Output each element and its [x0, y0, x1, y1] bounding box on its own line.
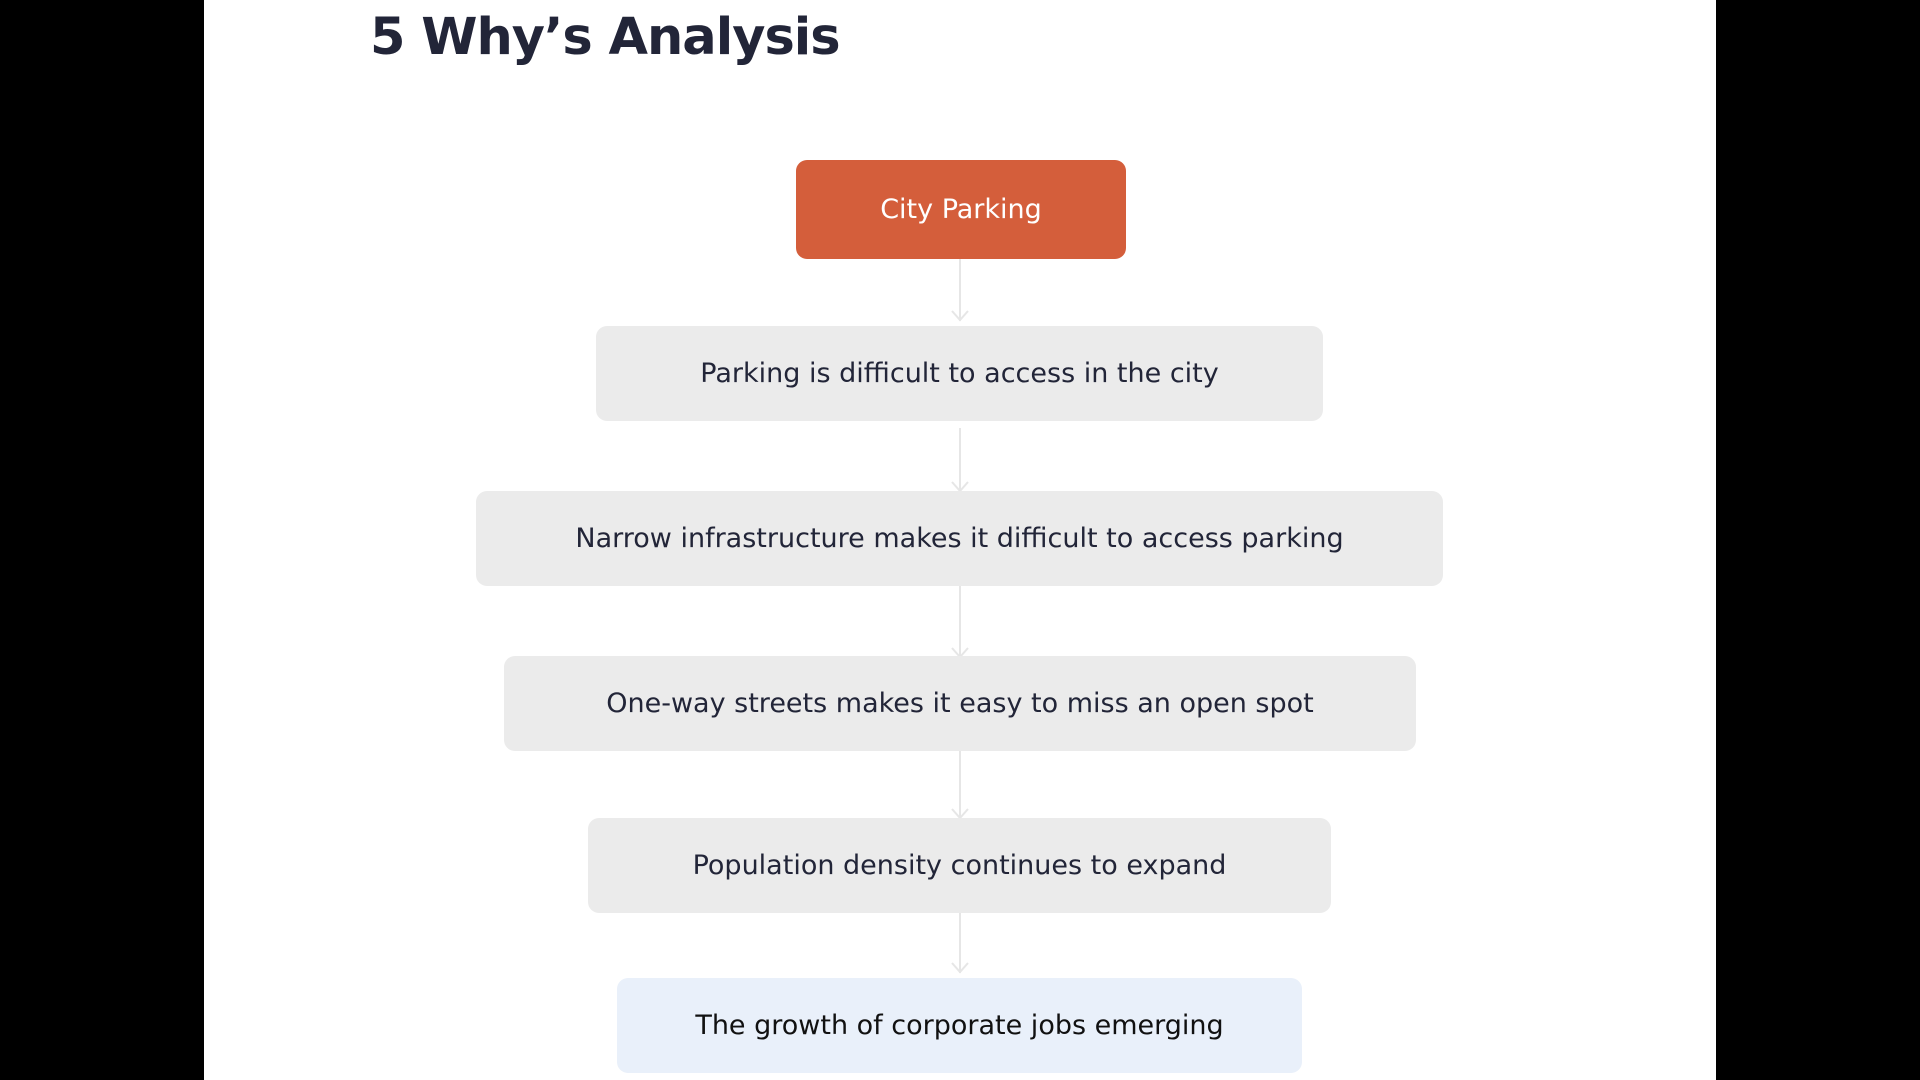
page-title: 5 Why’s Analysis [370, 8, 841, 67]
root-node-city-parking: City Parking [796, 160, 1126, 259]
why-node-2: Narrow infrastructure makes it difficult… [476, 491, 1443, 586]
connector-1 [959, 259, 961, 321]
arrow-down-icon [951, 310, 969, 322]
connector-2 [959, 428, 961, 492]
slide-canvas: 5 Why’s Analysis City Parking Parking is… [204, 0, 1716, 1080]
connector-3 [959, 586, 961, 658]
root-cause-node: The growth of corporate jobs emerging [617, 978, 1302, 1073]
why-node-4: Population density continues to expand [588, 818, 1331, 913]
connector-4 [959, 751, 961, 819]
connector-5 [959, 913, 961, 973]
why-node-1: Parking is difficult to access in the ci… [596, 326, 1323, 421]
why-node-3: One-way streets makes it easy to miss an… [504, 656, 1416, 751]
arrow-down-icon [951, 962, 969, 974]
